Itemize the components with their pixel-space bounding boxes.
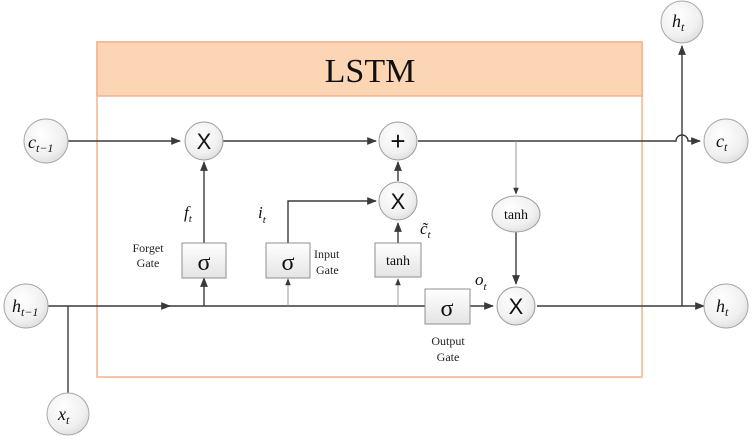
input-c-prev: ct−1 <box>23 118 69 164</box>
lstm-title: LSTM <box>325 53 416 90</box>
output-gate-label-line1: Output <box>431 334 465 348</box>
x-sub: t <box>66 413 70 427</box>
lstm-title-bar <box>96 41 643 97</box>
signal-c-tilde-label: c̃t <box>420 219 432 241</box>
input-gate-label-line2: Gate <box>316 263 339 277</box>
svg-text:xt: xt <box>57 404 70 427</box>
forget-gate-label-line2: Gate <box>137 256 160 270</box>
lstm-frame-border <box>96 41 643 378</box>
output-gate-label-line2: Gate <box>437 350 460 364</box>
x-base: x <box>57 404 66 424</box>
h-out-sub: t <box>725 305 729 319</box>
output-c: ct <box>703 118 749 164</box>
input-multiply-node: X <box>378 181 418 221</box>
h-top-base: h <box>672 11 681 31</box>
svg-text:ht−1: ht−1 <box>12 296 38 319</box>
candidate-gate: tanh <box>374 242 422 278</box>
output-h-top: ht <box>660 0 704 44</box>
forget-gate-label-line1: Forget <box>132 241 164 255</box>
signal-o-sub: t <box>484 281 488 293</box>
signal-o-base: o <box>475 270 484 289</box>
cell-tanh-label: tanh <box>504 208 528 223</box>
c-prev-sub: t−1 <box>36 141 53 155</box>
signal-f-sub: t <box>189 213 193 225</box>
svg-text:ct: ct <box>716 131 728 154</box>
h-out-base: h <box>716 296 725 316</box>
signal-c-tilde-base: c̃ <box>420 219 429 238</box>
candidate-gate-symbol: tanh <box>386 254 410 269</box>
connections <box>38 45 705 394</box>
input-multiply-symbol: X <box>391 189 406 214</box>
c-out-sub: t <box>724 140 728 154</box>
signal-f-label: ft <box>184 203 193 225</box>
output-multiply-symbol: X <box>509 294 524 319</box>
forget-multiply-node: X <box>184 121 224 161</box>
input-h-prev: ht−1 <box>3 283 49 329</box>
signal-i-label: it <box>258 203 267 226</box>
input-gate-label-line1: Input <box>314 247 340 261</box>
signal-c-tilde-sub: t <box>428 229 432 241</box>
signal-i-base: i <box>258 203 263 222</box>
cell-tanh-node: tanh <box>491 195 541 233</box>
input-gate: σ <box>265 242 311 279</box>
signal-f-base: f <box>184 203 191 222</box>
c-out-base: c <box>716 131 724 151</box>
forget-multiply-symbol: X <box>197 129 212 154</box>
c-prev-base: c <box>28 132 36 152</box>
svg-text:ht: ht <box>716 296 729 319</box>
signal-o-label: ot <box>475 270 488 293</box>
h-prev-sub: t−1 <box>21 305 38 319</box>
output-gate-symbol: σ <box>441 296 454 322</box>
input-gate-symbol: σ <box>282 250 295 276</box>
forget-gate-symbol: σ <box>198 250 211 276</box>
output-h: ht <box>703 283 749 329</box>
h-top-sub: t <box>681 20 685 34</box>
cell-add-symbol: + <box>390 126 405 156</box>
output-gate: σ <box>424 288 471 325</box>
forget-gate: σ <box>181 242 227 279</box>
cell-add-node: + <box>378 121 418 161</box>
input-x: xt <box>46 392 90 436</box>
svg-text:ht: ht <box>672 11 685 34</box>
svg-text:ct−1: ct−1 <box>28 132 53 155</box>
signal-i-sub: t <box>263 214 267 226</box>
output-multiply-node: X <box>496 286 536 326</box>
lstm-cell-frame: LSTM <box>96 41 643 378</box>
h-prev-base: h <box>12 296 21 316</box>
